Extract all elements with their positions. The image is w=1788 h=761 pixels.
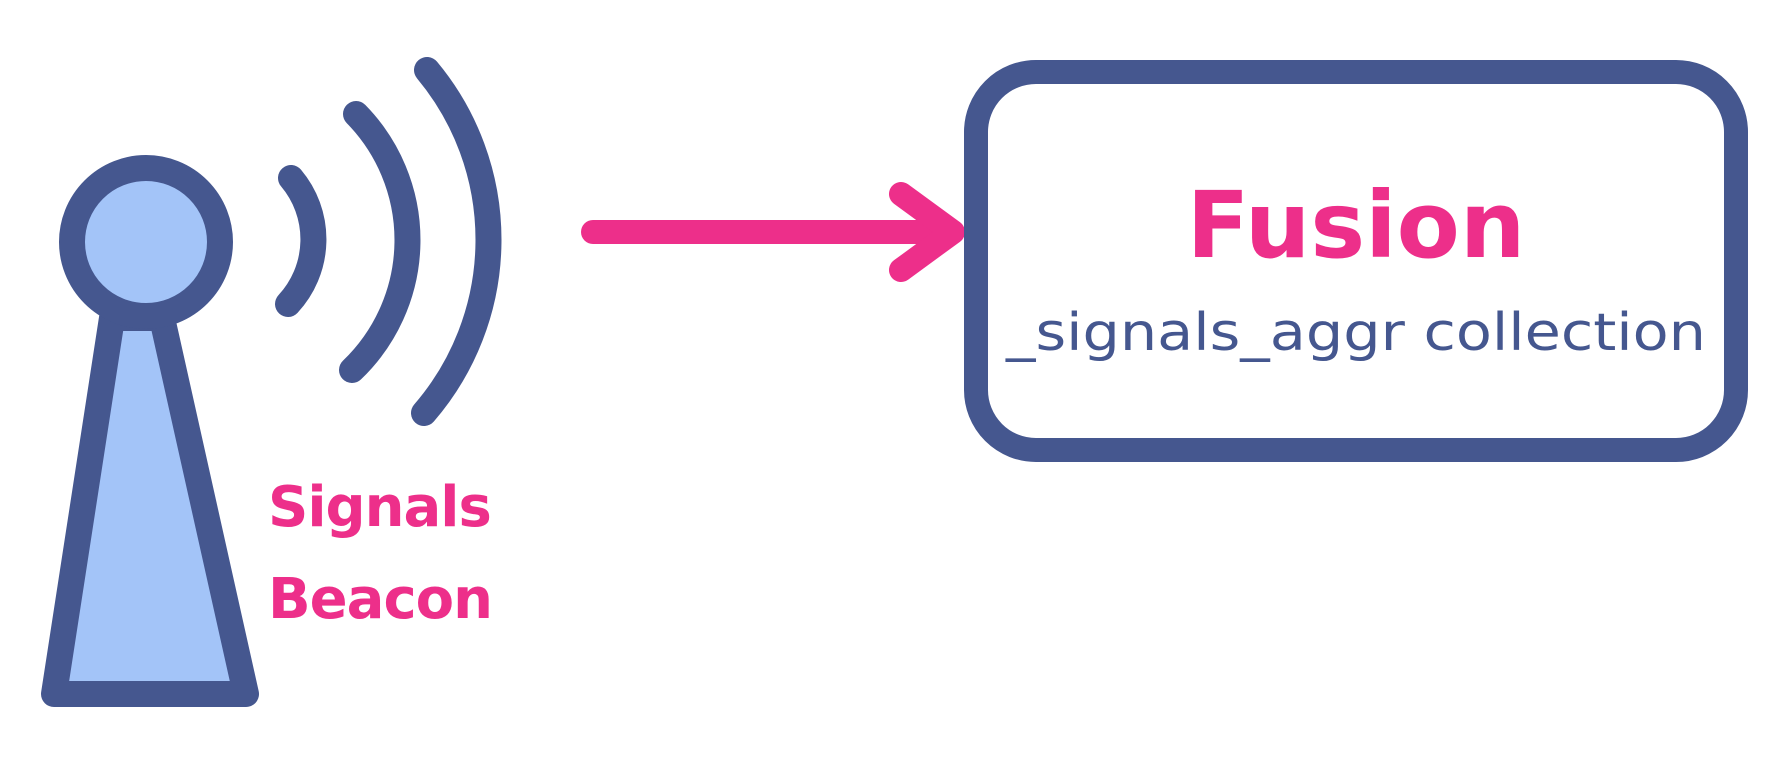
arrow-head <box>889 182 965 282</box>
fusion-box-title: Fusion <box>1187 172 1526 279</box>
fusion-box-subtitle: _signals_aggr collection <box>1005 303 1706 363</box>
arrow-right-icon <box>581 182 965 282</box>
signal-wave-small <box>275 165 327 317</box>
radio-tower-icon <box>41 57 502 707</box>
beacon-label-line2: Beacon <box>268 567 492 632</box>
beacon-label-line1: Signals <box>268 475 491 540</box>
fusion-box <box>964 60 1748 462</box>
tower-body-shape <box>41 305 259 707</box>
tower-head-shape <box>59 155 233 329</box>
signal-wave-medium <box>339 101 421 383</box>
signal-wave-large <box>411 57 502 426</box>
